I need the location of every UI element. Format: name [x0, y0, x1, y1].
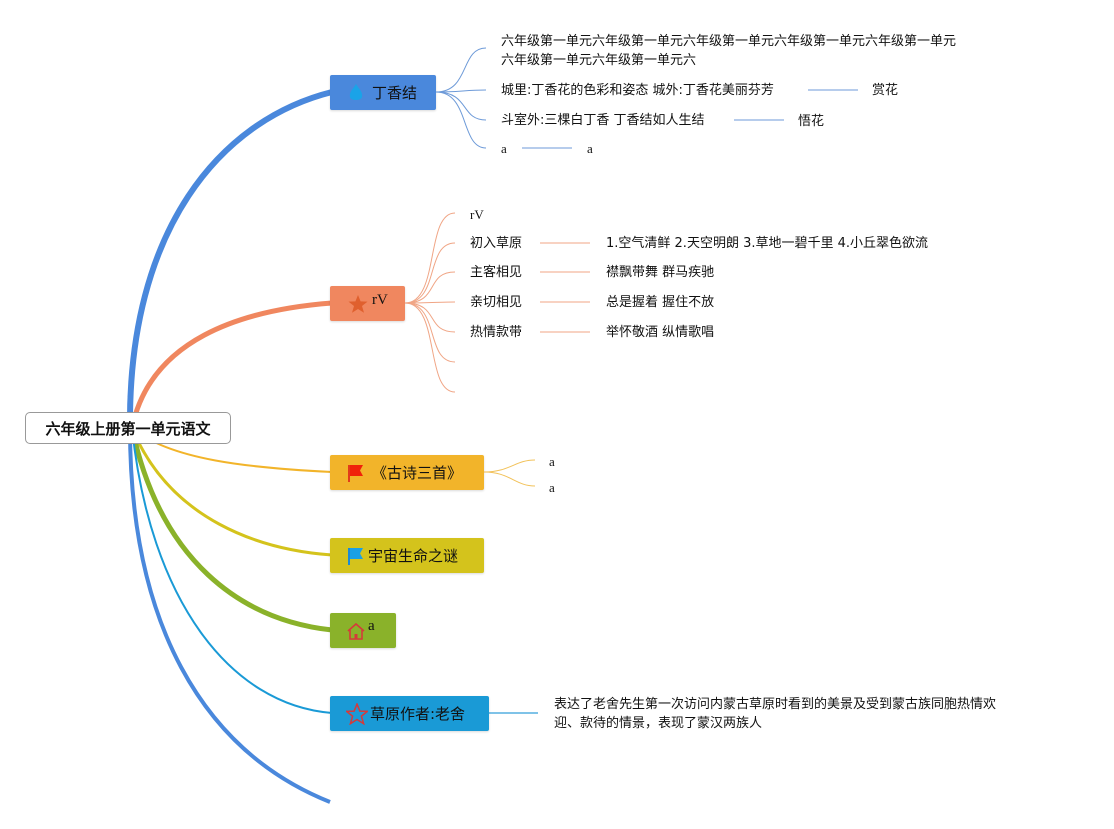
red-flag-icon	[348, 464, 363, 482]
subtopic[interactable]: a	[549, 454, 555, 469]
subtopic[interactable]: 表达了老舍先生第一次访问内蒙古草原时看到的美景及受到蒙古族同胞热情欢迎、款待的情…	[554, 697, 997, 731]
subtopic-child[interactable]: a	[587, 141, 593, 156]
subtopic-child[interactable]: 总是握着 握住不放	[606, 295, 715, 310]
subtopic[interactable]: a	[549, 480, 555, 495]
branch-line-2	[129, 300, 333, 429]
subtopic-child[interactable]: 举怀敬酒 纵情歌唱	[606, 325, 715, 340]
subtopic[interactable]: 热情款带	[470, 325, 523, 340]
branch-line-6	[131, 427, 333, 714]
subtopic[interactable]: rV	[470, 207, 484, 222]
star-icon	[348, 294, 368, 313]
topic-label: 宇宙生命之谜	[368, 547, 459, 565]
subtopic[interactable]: 斗室外:三棵白丁香 丁香结如人生结	[501, 113, 705, 128]
subtopic[interactable]: 亲切相见	[470, 295, 523, 310]
topic-yuzhou[interactable]: 宇宙生命之谜	[330, 538, 484, 573]
subtopic[interactable]: 初入草原	[470, 236, 523, 251]
topic-gushi[interactable]: 《古诗三首》	[330, 455, 484, 490]
topic-label: 草原作者:老舍	[370, 705, 466, 723]
subtopic-child[interactable]: 赏花	[872, 83, 899, 98]
topic-a[interactable]: a	[330, 613, 396, 648]
subtopic[interactable]: 主客相见	[470, 265, 523, 280]
subtopic[interactable]: a	[501, 141, 507, 156]
topic-dingxiangjie[interactable]: 丁香结	[330, 75, 436, 110]
topic-label: 《古诗三首》	[372, 464, 463, 482]
subtopic[interactable]: 城里:丁香花的色彩和姿态 城外:丁香花美丽芬芳	[501, 83, 774, 98]
house-icon	[347, 622, 365, 640]
blue-flag-icon	[348, 547, 363, 565]
root-topic[interactable]: 六年级上册第一单元语文	[25, 412, 231, 444]
branch-line-4	[130, 427, 333, 557]
subtopic-child[interactable]: 悟花	[798, 113, 825, 128]
subtopic[interactable]: 六年级第一单元六年级第一单元六年级第一单元六年级第一单元六年级第一单元六年级第一…	[501, 34, 957, 68]
topic-label: rV	[372, 292, 388, 308]
subtopic-child[interactable]: 1.空气清鲜 2.天空明朗 3.草地一碧千里 4.小丘翠色欲流	[606, 236, 929, 251]
root-label: 六年级上册第一单元语文	[45, 419, 211, 438]
topic-rv[interactable]: rV	[330, 286, 405, 321]
branch-line-1	[126, 89, 333, 429]
topic-label: 丁香结	[372, 84, 418, 102]
topic-label: a	[368, 618, 375, 634]
topic-caoyuan[interactable]: 草原作者:老舍	[330, 696, 489, 731]
branch-line-5	[129, 427, 333, 633]
flame-icon	[349, 83, 363, 100]
subtopic-child[interactable]: 襟飘带舞 群马疾驰	[606, 265, 715, 280]
star-outline-icon	[346, 702, 368, 725]
branch-line-7	[128, 427, 331, 804]
